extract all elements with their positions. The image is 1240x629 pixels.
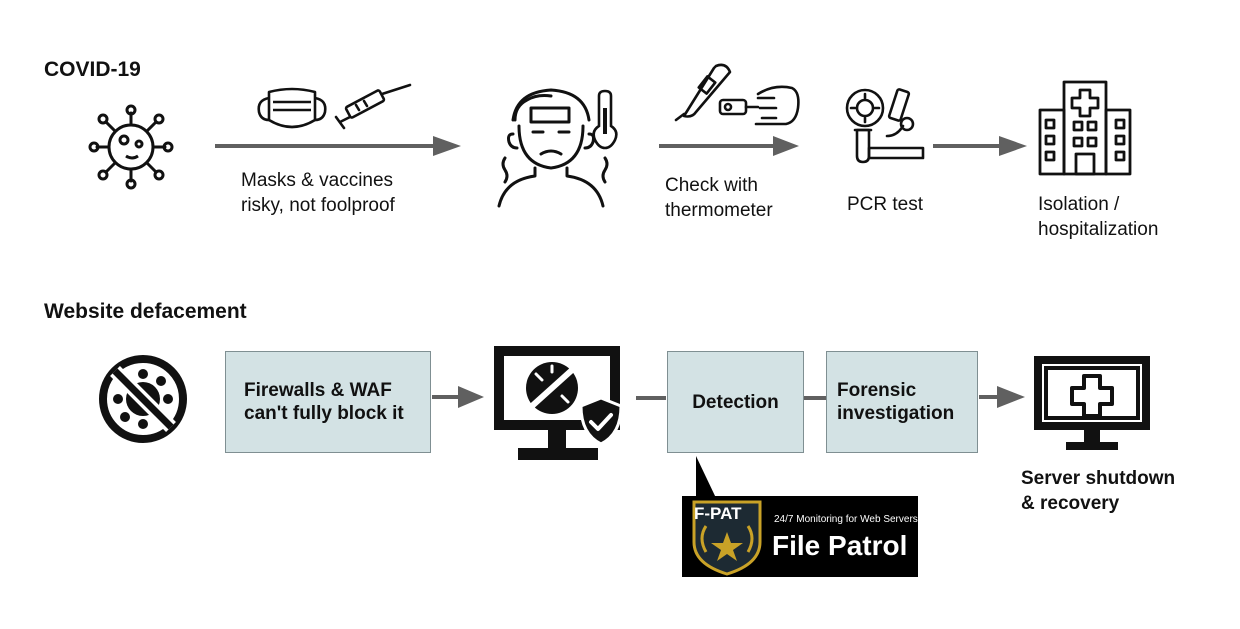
arrow-pcr [933, 136, 1027, 156]
connector-detection [636, 396, 666, 400]
shield-check-icon [579, 396, 623, 446]
arrow-forensic [979, 386, 1025, 408]
callout-pointer [696, 456, 716, 498]
arrow-prevention [215, 136, 461, 156]
web-heading: Website defacement [44, 300, 247, 323]
syringe-icon [334, 83, 412, 130]
connector-forensic [804, 396, 828, 400]
thermometer-icon [592, 89, 618, 150]
badge-icon [692, 500, 762, 576]
pcr-label: PCR test [847, 194, 924, 215]
hand-icon [718, 85, 800, 126]
prevention-label: Masks & vaccines risky, not foolproof [241, 170, 395, 216]
shutdown-label: Server shutdown & recovery [1021, 468, 1176, 514]
forensic-box: Forensic investigation [826, 351, 978, 453]
digital-thermometer-icon [674, 63, 732, 122]
medical-monitor-icon [1034, 356, 1150, 450]
hospital-icon [1038, 80, 1132, 176]
microscope-icon [845, 88, 925, 164]
arrow-firewall [432, 386, 484, 408]
logo-short: F-PAT [694, 504, 742, 523]
check-label: Check with thermometer [665, 175, 773, 221]
infected-monitor-icon [494, 346, 620, 460]
isolation-label: Isolation / hospitalization [1038, 194, 1159, 240]
logo-name: File Patrol [772, 530, 908, 561]
no-virus-icon [99, 355, 187, 443]
arrow-check [659, 136, 799, 156]
detection-box: Detection [667, 351, 804, 453]
mask-icon [257, 87, 327, 129]
sick-person-icon [497, 88, 609, 208]
covid-heading: COVID-19 [44, 58, 141, 81]
file-patrol-logo: F-PAT 24/7 Monitoring for Web Servers Fi… [682, 496, 918, 577]
virus-icon [88, 104, 174, 190]
firewall-box: Firewalls & WAF can't fully block it [225, 351, 431, 453]
logo-tagline: 24/7 Monitoring for Web Servers [774, 514, 918, 525]
